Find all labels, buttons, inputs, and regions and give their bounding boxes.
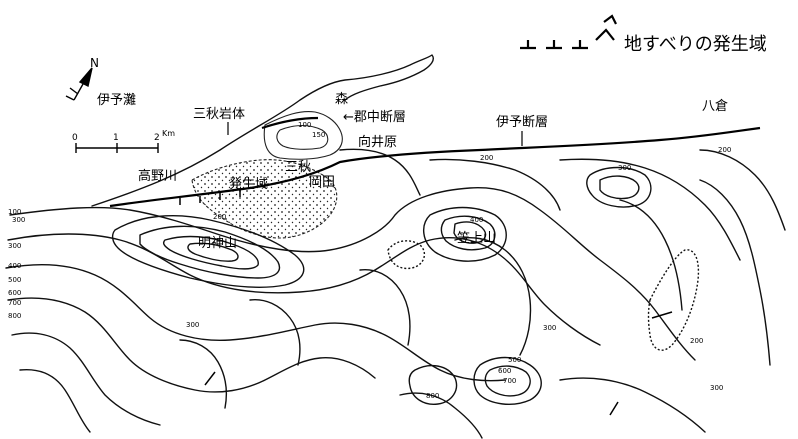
contour-top-right-inner bbox=[599, 175, 640, 200]
label-hasseiiki: 発生域 bbox=[229, 177, 268, 192]
elevation-label: 200 bbox=[690, 337, 703, 345]
elevation-label: 700 bbox=[503, 377, 516, 385]
elevation-label: 300 bbox=[8, 242, 21, 250]
label-yakura: 八倉 bbox=[702, 99, 728, 114]
label-okada: 岡田 bbox=[309, 175, 335, 190]
label-takano-river: 高野川 bbox=[138, 168, 177, 184]
elevation-label: 300 bbox=[12, 216, 25, 224]
contour-coastal-2 bbox=[276, 124, 329, 150]
label-iyonada: 伊予灘 bbox=[97, 93, 136, 108]
elevation-label: 150 bbox=[312, 131, 325, 139]
label-mori: 森 bbox=[335, 92, 348, 107]
elevation-label: 400 bbox=[8, 262, 21, 270]
south-contours bbox=[408, 356, 542, 406]
elevation-label: 100 bbox=[8, 208, 21, 216]
elevation-label: 700 bbox=[8, 299, 21, 307]
label-mitsuaki-rock: 三秋岩体 bbox=[193, 107, 245, 122]
compass-icon bbox=[65, 67, 93, 101]
legend-label: 地すべりの発生域 bbox=[624, 34, 767, 55]
scale-tick-2: 2 bbox=[154, 133, 160, 143]
scale-bar bbox=[75, 143, 159, 153]
label-kasagiyama: 笠上山 bbox=[457, 231, 496, 246]
elevation-label: 600 bbox=[498, 367, 511, 375]
label-mitsuaki: 三秋 bbox=[285, 160, 311, 175]
landslide-area-3 bbox=[647, 249, 700, 351]
coastline bbox=[91, 54, 434, 207]
elevation-label: 500 bbox=[508, 356, 521, 364]
elevation-label: 100 bbox=[298, 121, 311, 129]
legend-symbols bbox=[520, 14, 617, 50]
landslide-area bbox=[191, 159, 338, 239]
label-gunchu-fault: ←郡中断層 bbox=[343, 110, 406, 125]
fault-ticks bbox=[179, 190, 241, 205]
gunchu-fault-line bbox=[261, 116, 319, 130]
elevation-label: 600 bbox=[8, 289, 21, 297]
elevation-label: 200 bbox=[213, 213, 226, 221]
elevation-label: 400 bbox=[470, 216, 483, 224]
elevation-label: 500 bbox=[8, 276, 21, 284]
elevation-label: 300 bbox=[710, 384, 723, 392]
elevation-label: 300 bbox=[618, 164, 631, 172]
tick-marks-south bbox=[204, 311, 673, 416]
label-mukaibara: 向井原 bbox=[358, 134, 397, 150]
scale-tick-0: 0 bbox=[72, 133, 78, 143]
label-iyo-fault: 伊予断層 bbox=[496, 115, 548, 130]
iyo-fault-line bbox=[109, 126, 761, 208]
elevation-label: 200 bbox=[480, 154, 493, 162]
elevation-label: 300 bbox=[543, 324, 556, 332]
elevation-label: 300 bbox=[186, 321, 199, 329]
elevation-label: 200 bbox=[718, 146, 731, 154]
kasagiyama-contours bbox=[423, 206, 507, 262]
label-myojinyama: 明神山 bbox=[198, 236, 237, 251]
elevation-label: 800 bbox=[426, 392, 439, 400]
scale-tick-1: 1 bbox=[113, 133, 119, 143]
compass-letter: N bbox=[90, 56, 99, 70]
contour-top-right bbox=[586, 166, 652, 208]
contour-coastal-1 bbox=[263, 111, 343, 160]
scale-unit: Km bbox=[162, 129, 175, 138]
myojinyama-contours bbox=[111, 214, 305, 288]
landslide-area-2 bbox=[387, 240, 426, 270]
contours-main bbox=[5, 148, 786, 439]
elevation-label: 800 bbox=[8, 312, 21, 320]
